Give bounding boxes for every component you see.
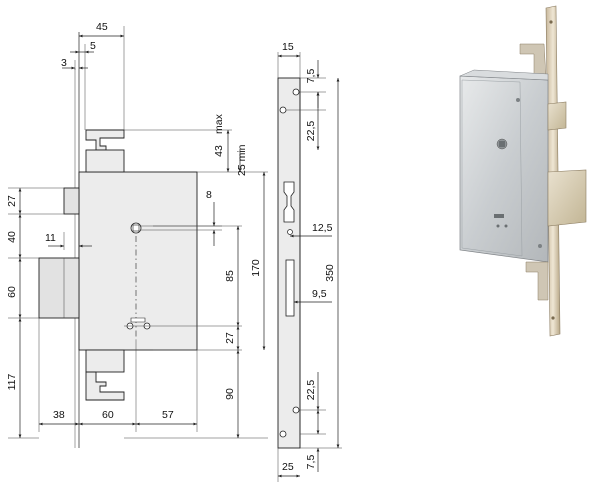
- dim-27-left-label: 27: [6, 195, 18, 207]
- lock-case: [78, 171, 198, 351]
- dim-25min-label: 25 min: [236, 144, 248, 176]
- dim-max-label: max: [213, 113, 225, 134]
- bottom-hook: [85, 371, 125, 401]
- dim-45-label: 45: [96, 21, 108, 33]
- dim-43-label: 43: [213, 145, 225, 157]
- side-dim-22-5-bottom-label: 22,5: [305, 380, 317, 401]
- dim-38-label: 38: [53, 409, 65, 421]
- dim-27-right-label: 27: [224, 332, 236, 344]
- dim-8-label: 8: [206, 189, 212, 201]
- lock-photo: [459, 5, 587, 337]
- dim-11-label: 11: [45, 232, 56, 244]
- follower-hole: [130, 222, 142, 234]
- dim-170-label: 170: [250, 259, 262, 277]
- side-dim-15-label: 15: [282, 41, 294, 53]
- latch-bolt: [63, 187, 80, 215]
- dim-40-label: 40: [6, 231, 18, 243]
- side-dim-9-5-label: 9,5: [312, 288, 327, 300]
- screw-hole-top-1: [292, 88, 300, 96]
- screw-hole-top-2: [279, 106, 287, 114]
- screw-hole-bottom-2: [279, 430, 287, 438]
- latch-opening: [283, 181, 295, 223]
- dim-117-label: 117: [6, 373, 18, 390]
- side-dim-7-5-bottom-label: 7,5: [305, 455, 317, 470]
- deadbolt-slot: [285, 259, 295, 317]
- dim-57-label: 57: [162, 409, 174, 421]
- top-hook: [85, 129, 125, 151]
- side-dim-350-label: 350: [324, 264, 336, 282]
- dim-60-bottom-label: 60: [102, 409, 114, 421]
- dim-90-label: 90: [224, 388, 236, 400]
- dim-60-left-label: 60: [6, 286, 18, 298]
- side-dim-22-5-top-label: 22,5: [305, 121, 317, 142]
- side-dim-25-label: 25: [282, 461, 294, 473]
- side-dim-7-5-top-label: 7,5: [305, 69, 317, 84]
- side-dim-12-5-label: 12,5: [312, 222, 333, 234]
- bottom-rod-block: [85, 349, 125, 373]
- photo-latch: [547, 101, 567, 131]
- photo-deadbolt: [547, 169, 587, 227]
- dim-3-label: 3: [61, 57, 67, 69]
- dim-85-label: 85: [224, 270, 236, 282]
- top-rod-block: [85, 149, 125, 173]
- dead-bolt: [38, 257, 80, 319]
- screw-hole-bottom-1: [292, 406, 300, 414]
- photo-faceplate: [545, 5, 561, 337]
- side-view: 15 7,5 22,5 12,5 350 9,5 22,5 7,5 25: [277, 41, 342, 482]
- front-view: 45 5 3 27 40 60 117 11 38: [6, 21, 268, 448]
- dim-5-label: 5: [90, 40, 96, 52]
- photo-case: [459, 75, 549, 263]
